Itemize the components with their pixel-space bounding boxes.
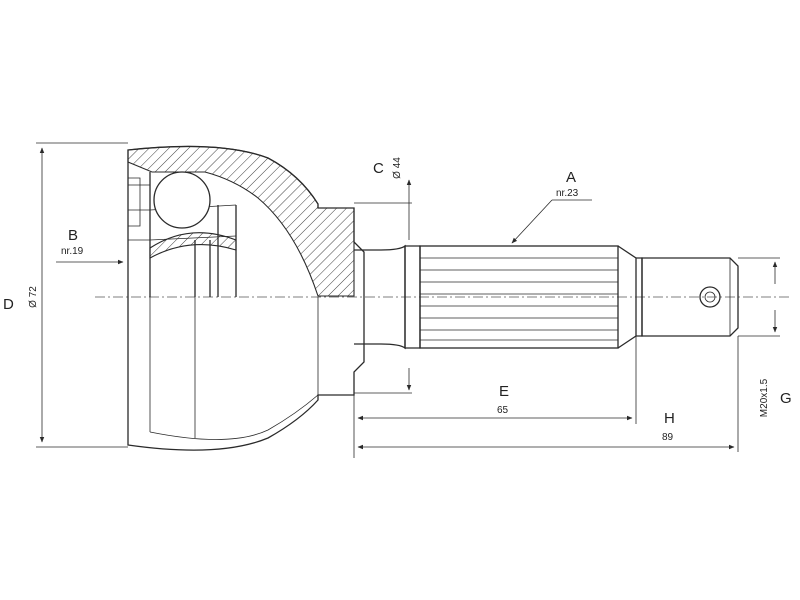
label-b: B	[68, 227, 78, 244]
label-e: E	[499, 383, 509, 400]
label-a: A	[566, 169, 576, 186]
dimension-e: E 65	[353, 336, 637, 458]
callout-b: B nr.19	[56, 227, 124, 265]
label-h-value: 89	[662, 432, 674, 443]
splined-shaft	[404, 245, 637, 349]
label-d-value: Ø 72	[28, 286, 39, 308]
label-c-value: Ø 44	[392, 157, 403, 179]
housing-section-upper	[127, 145, 355, 297]
threaded-end	[636, 257, 739, 337]
dimension-g: G M20x1.5	[738, 257, 792, 417]
label-d: D	[3, 296, 14, 313]
label-e-value: 65	[497, 405, 509, 416]
cotter-pin-hole	[699, 286, 721, 308]
dimension-h: H 89	[357, 336, 739, 452]
dimension-d: D Ø 72	[3, 142, 128, 448]
dimension-c: C Ø 44	[354, 157, 412, 394]
label-g-value: M20x1.5	[759, 378, 770, 417]
label-g: G	[780, 390, 792, 407]
label-b-value: nr.19	[61, 246, 84, 257]
callout-a: A nr.23	[511, 169, 592, 244]
ball	[153, 171, 211, 229]
label-h: H	[664, 410, 675, 427]
label-c: C	[373, 160, 384, 177]
label-a-value: nr.23	[556, 188, 579, 199]
